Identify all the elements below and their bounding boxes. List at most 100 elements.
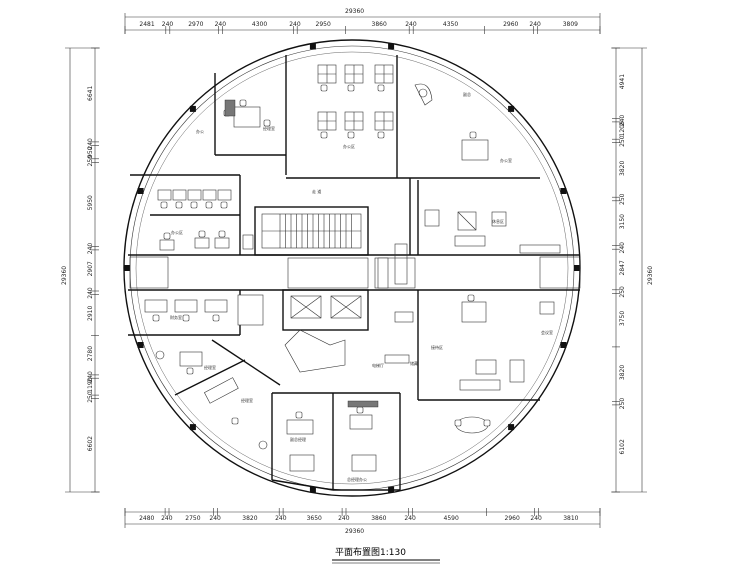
cabinet-left: [242, 234, 254, 250]
column-12: [189, 105, 196, 112]
bottom-dim-7: 240: [338, 515, 350, 522]
label-gm-office: 总经理办公: [347, 476, 367, 482]
manager-desk-top: [233, 106, 261, 128]
deputy-gm-meeting-table: [289, 454, 315, 472]
top-overall-dimension: 29360: [345, 8, 364, 15]
manager-chair-lower-2: [231, 417, 239, 425]
bottom-dim-10: 4590: [444, 515, 459, 522]
manager-guest-chair-b: [263, 119, 271, 127]
column-2: [560, 188, 567, 194]
right-dim-4: 3820: [619, 161, 626, 176]
label-office-lower-left: 经理室: [204, 364, 216, 370]
hall-console: [394, 311, 414, 323]
left-dim-1: 240: [87, 138, 94, 150]
right-dim-10: 3750: [619, 311, 626, 326]
vice-desk: [461, 139, 489, 161]
workstation-left-2: [187, 189, 202, 201]
top-dim-8: 240: [405, 21, 417, 28]
workstation-left-b-1: [194, 237, 210, 249]
finance-chair-0: [152, 314, 160, 322]
left-dim-8: 2910: [87, 306, 94, 321]
lounge-armchair: [491, 211, 507, 227]
deputy-gm-chair: [295, 411, 303, 419]
right-dim-13: 6102: [619, 439, 626, 454]
chair-left-b-1: [198, 230, 206, 238]
label-open-office-top: 办公区: [343, 143, 355, 149]
chair-left-4: [220, 201, 228, 209]
finance-chair-2: [212, 314, 220, 322]
chair-top-1: [347, 84, 355, 92]
right-overall-dimension: 29360: [647, 266, 654, 285]
right-dim-2: 1208: [619, 121, 626, 136]
elevator-core: [282, 289, 369, 373]
bottom-dim-13: 3810: [563, 515, 578, 522]
drawing-title: 平面布置图1:130: [335, 546, 406, 558]
left-dimension-chain: 29360 6641240950250595024029072402910278…: [61, 47, 100, 493]
chair-left-3: [205, 201, 213, 209]
label-meeting-right: 会议室: [541, 329, 553, 335]
label-finance: 财务室: [170, 314, 182, 320]
chair-left-2: [190, 201, 198, 209]
manager-chair-lower-1: [186, 367, 194, 375]
reception-table: [461, 301, 487, 323]
column-10: [124, 265, 130, 271]
right-dim-8: 2847: [619, 260, 626, 275]
lounge-sideboard: [519, 244, 561, 254]
drawing-title-block: 平面布置图1:130: [332, 546, 440, 564]
left-dim-5: 240: [87, 243, 94, 255]
workstation-left-0: [157, 189, 172, 201]
workstation-left-b-2: [214, 237, 230, 249]
chair-top-5: [377, 131, 385, 139]
reception-chair: [467, 294, 475, 302]
top-dim-12: 3809: [563, 21, 578, 28]
bottom-dim-0: 2480: [139, 515, 154, 522]
top-dim-0: 2481: [139, 21, 154, 28]
left-overall-dimension: 29360: [61, 266, 68, 285]
bottom-overall-dimension: 29360: [345, 528, 364, 535]
label-corridor-top: 走 道: [312, 188, 321, 194]
column-13: [309, 43, 316, 50]
meeting-sofa-right: [509, 359, 525, 383]
left-dim-0: 6641: [87, 86, 94, 101]
top-dim-6: 2950: [316, 21, 331, 28]
column-9: [137, 342, 144, 348]
top-dim-4: 4300: [252, 21, 267, 28]
label-reception: 接待区: [431, 344, 443, 350]
chair-top-2: [377, 84, 385, 92]
right-dim-3: 250: [619, 135, 626, 147]
hall-cabinet: [377, 257, 389, 289]
lounge-sofa-left: [424, 209, 440, 227]
column-3: [574, 265, 580, 271]
finance-desk-0: [144, 299, 168, 313]
deputy-gm-desk: [286, 419, 314, 435]
label-office-lower-left-2: 经理室: [241, 397, 253, 403]
column-8: [189, 424, 196, 431]
column-4: [560, 342, 567, 348]
bottom-dim-6: 3650: [307, 515, 322, 522]
corridor-partitions: [129, 243, 581, 289]
top-dim-3: 240: [215, 21, 227, 28]
workstation-left-3: [202, 189, 217, 201]
label-manager-top: 经理室: [263, 125, 275, 131]
round-chair-b: [483, 419, 491, 427]
column-1: [508, 105, 515, 112]
manager-chair-top: [239, 99, 247, 107]
bottom-dim-9: 240: [404, 515, 416, 522]
meeting-table-right: [475, 359, 497, 375]
chair-left-b-0: [163, 232, 171, 240]
label-office-left: 办公区: [171, 229, 183, 235]
furniture-layer: [144, 64, 561, 472]
top-dim-10: 2960: [503, 21, 518, 28]
bottom-dim-1: 240: [161, 515, 173, 522]
column-5: [508, 424, 515, 431]
top-dim-9: 4350: [443, 21, 458, 28]
bottom-dim-3: 240: [209, 515, 221, 522]
plant-lower-left-2: [258, 440, 268, 450]
bottom-dim-11: 2960: [505, 515, 520, 522]
vice-chair: [469, 131, 477, 139]
gm-desk: [349, 414, 373, 430]
chair-left-0: [160, 201, 168, 209]
